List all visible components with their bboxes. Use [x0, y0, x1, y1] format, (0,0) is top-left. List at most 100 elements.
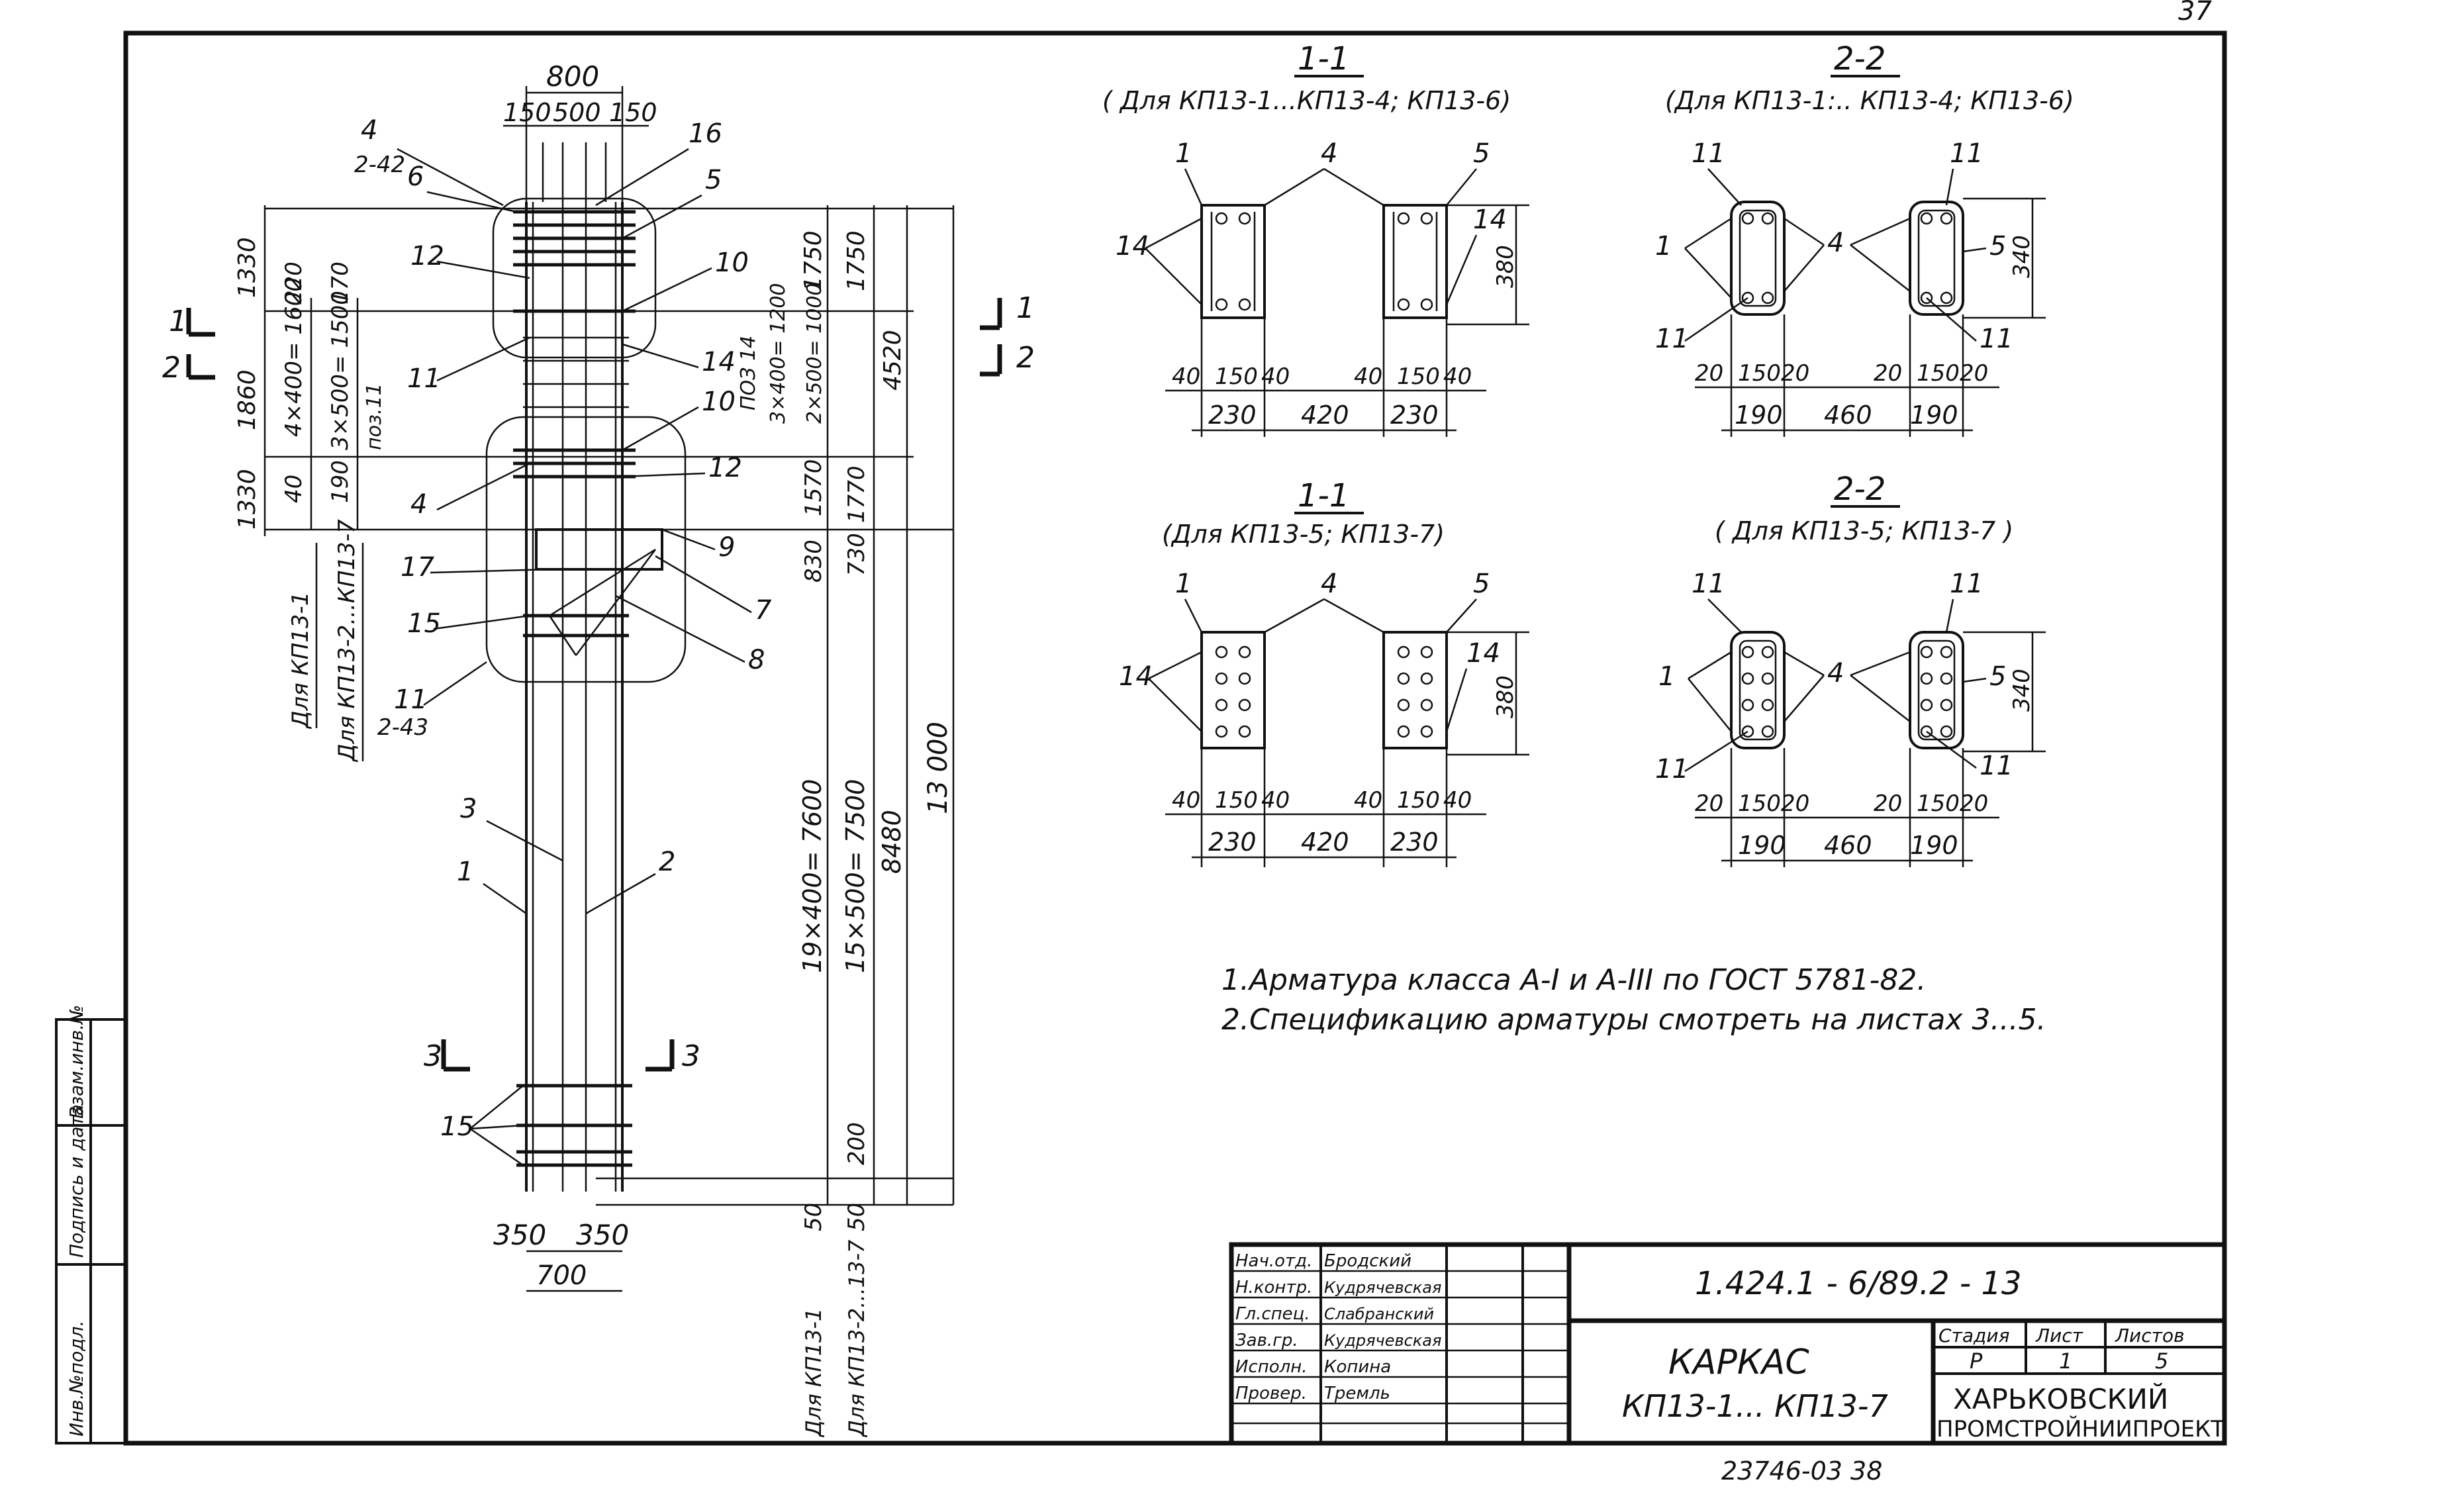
dim: 40	[1443, 363, 1472, 390]
dim: 20	[1781, 360, 1809, 387]
callout-6: 6	[407, 162, 424, 192]
dim-150-right: 150	[609, 98, 657, 127]
note-1: 1.Арматура класса А-I и А-III по ГОСТ 57…	[1221, 963, 1926, 997]
callout: 11	[1950, 138, 1983, 169]
callout-9: 9	[718, 532, 735, 563]
dim: 20	[1695, 790, 1723, 817]
dim-1750-a: 1750	[800, 230, 827, 291]
dim: 20	[1695, 360, 1723, 387]
sheets-label: Листов	[2115, 1325, 2185, 1347]
dim-1570: 1570	[800, 459, 827, 516]
dim: 40	[1354, 787, 1382, 814]
dim: 150	[1738, 790, 1781, 817]
dim: 20	[1781, 790, 1809, 817]
dim-3x500: 3×500= 1500	[327, 291, 354, 450]
dim-200: 200	[843, 1122, 870, 1165]
callout: 4	[1827, 658, 1844, 688]
section-title: 2-2	[1834, 40, 1886, 77]
callout: 4	[1827, 228, 1844, 258]
name-4: Копина	[1324, 1357, 1391, 1377]
role-0: Нач.отд.	[1235, 1251, 1312, 1271]
section-mark-3-right: 3	[682, 1039, 700, 1073]
right-dimensions: 1750 1750 4520 13 000 8480 19×400= 7600 …	[596, 205, 955, 1438]
dim-19x400: 19×400= 7600	[798, 779, 827, 973]
callout: 14	[1116, 231, 1149, 261]
dim: 150	[1397, 363, 1440, 390]
dim-3x400: 3×400= 1200	[767, 283, 790, 424]
dim-730: 730	[843, 533, 870, 576]
sheets-value: 5	[2155, 1348, 2168, 1374]
sheet-number: 37	[2178, 0, 2212, 26]
elevation-callouts: 4 2-42 6 16 5 12 10 11 14 10 12 4 9 17 7…	[354, 115, 772, 1166]
height-dim: 340	[2009, 235, 2035, 278]
callout: 11	[1655, 324, 1689, 354]
dim-1750-b: 1750	[843, 230, 870, 291]
side-stamp-replace: Взам.инв.№	[66, 1005, 87, 1119]
callout-11-low: 11	[394, 685, 428, 715]
bottom-dimensions: 350 350 700	[493, 1219, 629, 1292]
callout: 1	[1658, 661, 1675, 692]
dim: 20	[1960, 360, 1988, 387]
dim-8480: 8480	[877, 810, 906, 874]
top-dimensions: 800 150 500 150	[503, 60, 657, 202]
dim: 190	[1910, 831, 1958, 860]
dim: 230	[1390, 827, 1439, 857]
section-mark-2-left: 2	[162, 351, 181, 385]
section-subtitle: (Для КП13-5; КП13-7)	[1162, 520, 1445, 549]
section-subtitle: (Для КП13-1:.. КП13-4; КП13-6)	[1665, 86, 2074, 115]
document-code: 1.424.1 - 6/89.2 - 13	[1695, 1265, 2022, 1302]
stage-value: Р	[1970, 1348, 1983, 1374]
callout: 11	[1950, 569, 1983, 599]
dim-50-a: 50	[800, 1203, 827, 1231]
section-1-1-top: 1-1 ( Для КП13-1...КП13-4; КП13-6) 1 4 5…	[1102, 40, 1529, 437]
section-subtitle: ( Для КП13-5; КП13-7 )	[1715, 516, 2013, 545]
callout-4-mid: 4	[410, 489, 427, 520]
callout: 14	[1119, 661, 1153, 692]
callout-8: 8	[748, 645, 765, 675]
side-stamp: Инв.№подл. Подпись и дата Взам.инв.№	[55, 1005, 127, 1444]
callout: 11	[1980, 751, 2013, 781]
name-0: Бродский	[1324, 1251, 1411, 1271]
name-3: Кудрячевская	[1324, 1331, 1441, 1350]
dim-190: 190	[327, 460, 354, 503]
callout: 1	[1655, 231, 1672, 261]
section-marks: 1 1 2 2 3 3	[162, 291, 1035, 1073]
label-bottom-kp13-2-7: Для КП13-2...13-7	[844, 1239, 869, 1438]
height-dim: 340	[2009, 669, 2035, 712]
callout: 11	[1692, 569, 1725, 599]
dim: 190	[1735, 401, 1783, 430]
role-1: Н.контр.	[1235, 1278, 1312, 1298]
callout-12-mid: 12	[708, 453, 742, 483]
dim-800: 800	[546, 60, 599, 93]
callout: 5	[1473, 569, 1490, 599]
dim-170: 170	[327, 261, 354, 305]
section-subtitle: ( Для КП13-1...КП13-4; КП13-6)	[1102, 86, 1511, 115]
dim-4x400: 4×400= 1600	[281, 277, 307, 437]
callout: 14	[1466, 638, 1500, 669]
dim: 230	[1208, 827, 1257, 857]
drawing-name-sub: КП13-1... КП13-7	[1622, 1388, 1888, 1424]
label-bottom-kp13-1: Для КП13-1	[801, 1308, 826, 1438]
dim: 150	[1917, 360, 1960, 387]
company-line-2: ПРОМСТРОЙНИИПРОЕКТ	[1936, 1415, 2224, 1442]
name-2: Слабранский	[1324, 1305, 1434, 1323]
dim-pos14: ПОЗ 14	[737, 336, 760, 410]
dim-700: 700	[536, 1260, 587, 1291]
callout-15-mid: 15	[407, 608, 441, 639]
callout: 1	[1175, 569, 1192, 599]
dim: 420	[1301, 401, 1349, 430]
sheet-label: Лист	[2035, 1325, 2083, 1347]
role-3: Зав.гр.	[1235, 1331, 1298, 1350]
dim-1860: 1860	[234, 369, 261, 430]
callout-10-top: 10	[715, 248, 749, 278]
section-mark-1-left: 1	[169, 305, 187, 338]
dim-40: 40	[281, 475, 307, 503]
callout-11-mid: 11	[407, 363, 441, 394]
section-2-2-lower: 2-2 ( Для КП13-5; КП13-7 ) 11 11 1 4 5 1…	[1655, 471, 2046, 867]
dim: 150	[1738, 360, 1781, 387]
stage-label: Стадия	[1938, 1325, 2009, 1347]
dim-1770: 1770	[843, 465, 870, 523]
callout-16: 16	[689, 118, 722, 149]
dim-pos11: поз.11	[363, 383, 386, 450]
dim: 150	[1917, 790, 1960, 817]
